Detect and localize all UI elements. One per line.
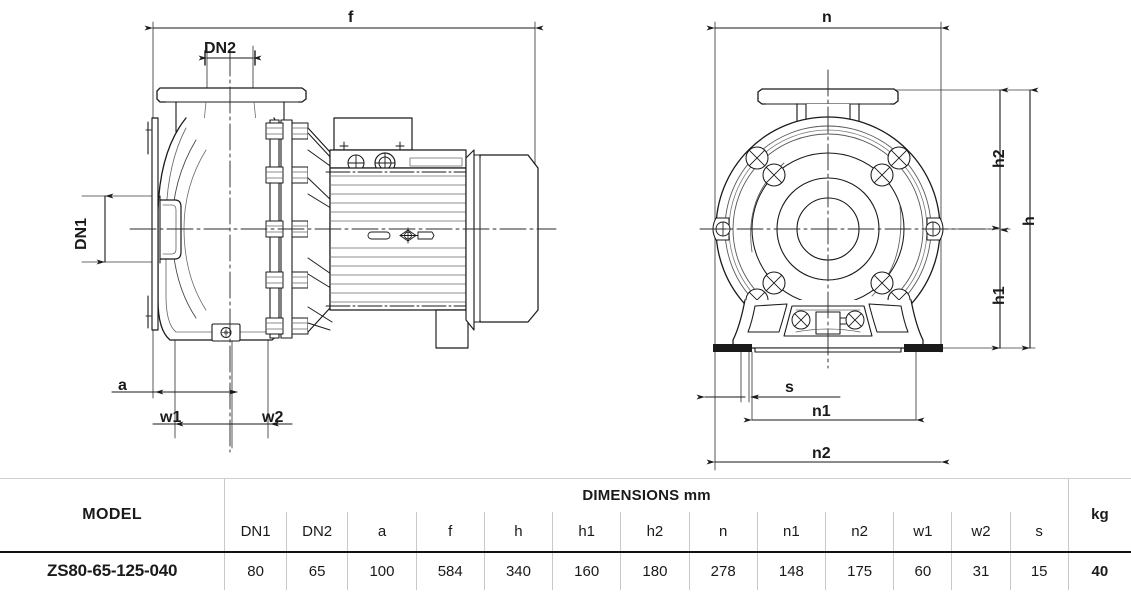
dim-label-h2: h2 [991, 149, 1008, 168]
table-row[interactable]: ZS80-65-125-040 80 65 100 584 340 160 18… [0, 550, 1131, 590]
cell-n2: 175 [825, 550, 894, 590]
technical-drawings-area: f DN2 DN1 a w1 w2 n h2 h h1 s n1 n2 [73, 9, 1039, 471]
discharge-flange [156, 87, 307, 103]
motor-cooling-fins [329, 175, 467, 303]
dimensions-table: MODEL DIMENSIONS mm kg DN1 DN2 a f h h1 … [0, 478, 1131, 590]
header-col-dn1: DN1 [224, 511, 287, 552]
cell-w1: 60 [893, 550, 952, 590]
header-dimensions: DIMENSIONS mm [224, 478, 1069, 512]
cell-n: 278 [688, 550, 758, 590]
header-col-n1: n1 [756, 511, 826, 552]
header-col-h: h [483, 511, 553, 552]
motor-foot [435, 309, 469, 349]
dim-label-w2: w2 [262, 409, 284, 426]
header-col-a: a [347, 511, 417, 552]
table-header-row-group: MODEL DIMENSIONS mm kg [0, 478, 1131, 552]
cell-h: 340 [483, 550, 553, 590]
fan-cowl [479, 154, 539, 323]
dim-label-w1: w1 [160, 409, 182, 426]
header-col-f: f [415, 511, 485, 552]
cell-h1: 160 [552, 550, 621, 590]
cell-f: 584 [415, 550, 485, 590]
header-col-h1: h1 [552, 511, 621, 552]
side-view-geometry [81, 21, 557, 453]
dim-label-f: f [348, 9, 354, 26]
header-col-w2: w2 [951, 511, 1011, 552]
drawing-svg [81, 21, 1039, 471]
header-col-n: n [688, 511, 758, 552]
header-col-dn2: DN2 [285, 511, 348, 552]
header-col-n2: n2 [825, 511, 894, 552]
dim-label-h1: h1 [991, 286, 1008, 305]
cell-w2: 31 [951, 550, 1011, 590]
dim-label-dn1: DN1 [73, 217, 90, 250]
cell-dn2: 65 [285, 550, 348, 590]
cell-model: ZS80-65-125-040 [0, 550, 225, 590]
header-col-w1: w1 [893, 511, 952, 552]
cell-h2: 180 [620, 550, 690, 590]
cell-n1: 148 [756, 550, 826, 590]
lantern-bracket [307, 127, 331, 333]
casing-bolts-right [291, 122, 309, 335]
dim-label-s: s [785, 379, 794, 396]
front-view-geometry [696, 21, 1039, 471]
header-model: MODEL [0, 478, 225, 552]
casing-backplate [151, 117, 159, 331]
suction-flange [159, 199, 182, 260]
header-col-s: s [1009, 511, 1069, 552]
cell-s: 15 [1009, 550, 1069, 590]
dim-label-dn2: DN2 [204, 40, 237, 57]
header-kg: kg [1067, 478, 1131, 552]
header-col-h2: h2 [620, 511, 690, 552]
dim-label-a: a [118, 377, 127, 394]
front-discharge-flange [757, 88, 899, 105]
table-header-row-columns: DN1 DN2 a f h h1 h2 n n1 n2 w1 w2 s [0, 511, 1131, 552]
dim-label-h: h [1021, 216, 1038, 226]
casing-flange-bolts [762, 163, 894, 295]
cell-kg: 40 [1067, 550, 1131, 590]
cell-dn1: 80 [224, 550, 287, 590]
casing-bolts-left [265, 122, 284, 335]
dim-label-n1: n1 [812, 403, 831, 420]
dim-label-n2: n2 [812, 445, 831, 462]
motor-body [329, 167, 467, 311]
dim-label-n: n [822, 9, 832, 26]
cell-a: 100 [347, 550, 417, 590]
